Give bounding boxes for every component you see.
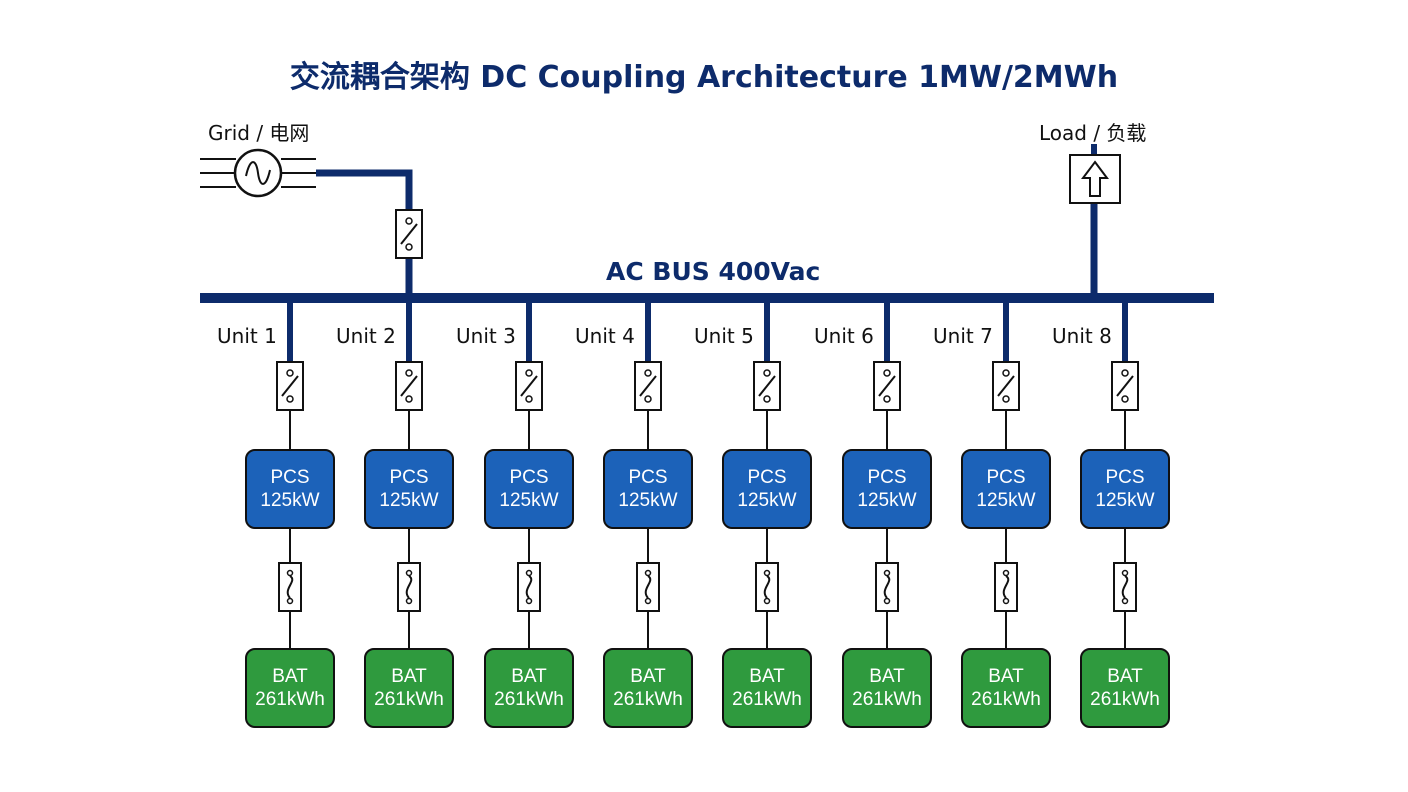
- battery-name: BAT: [869, 666, 905, 687]
- battery-capacity: 261kWh: [255, 689, 325, 710]
- unit-label: Unit 4: [575, 324, 635, 348]
- battery-name: BAT: [272, 666, 308, 687]
- unit-2-graphics: [395, 298, 423, 648]
- unit-7-graphics: [992, 298, 1020, 648]
- battery-name: BAT: [1107, 666, 1143, 687]
- battery-capacity: 261kWh: [971, 689, 1041, 710]
- pcs-rating: 125kW: [618, 490, 678, 511]
- battery-name: BAT: [630, 666, 666, 687]
- unit-label: Unit 5: [694, 324, 754, 348]
- ac-bus-label: AC BUS 400Vac: [606, 257, 821, 286]
- unit-label: Unit 3: [456, 324, 516, 348]
- page-title: 交流耦合架构 DC Coupling Architecture 1MW/2MWh: [289, 60, 1119, 95]
- pcs-name: PCS: [986, 467, 1026, 488]
- load-icon: [1069, 154, 1121, 204]
- grid-breaker-icon[interactable]: [395, 209, 423, 259]
- fuse-icon: [1113, 562, 1137, 612]
- pcs-name: PCS: [867, 467, 907, 488]
- battery-capacity: 261kWh: [1090, 689, 1160, 710]
- unit-6-graphics: [873, 298, 901, 648]
- battery-name: BAT: [988, 666, 1024, 687]
- unit-1-graphics: [276, 298, 304, 648]
- battery-name: BAT: [749, 666, 785, 687]
- pcs-rating: 125kW: [1095, 490, 1155, 511]
- unit-5-graphics: [753, 298, 781, 648]
- pcs-rating: 125kW: [379, 490, 439, 511]
- pcs-name: PCS: [389, 467, 429, 488]
- breaker-icon[interactable]: [634, 361, 662, 411]
- grid-label: Grid / 电网: [208, 121, 310, 145]
- pcs-name: PCS: [628, 467, 668, 488]
- battery-name: BAT: [391, 666, 427, 687]
- breaker-icon[interactable]: [515, 361, 543, 411]
- breaker-icon[interactable]: [873, 361, 901, 411]
- battery-capacity: 261kWh: [613, 689, 683, 710]
- unit-4-graphics: [634, 298, 662, 648]
- breaker-icon[interactable]: [395, 361, 423, 411]
- fuse-icon: [397, 562, 421, 612]
- pcs-rating: 125kW: [260, 490, 320, 511]
- pcs-rating: 125kW: [499, 490, 559, 511]
- breaker-icon[interactable]: [1111, 361, 1139, 411]
- pcs-rating: 125kW: [976, 490, 1036, 511]
- pcs-name: PCS: [1105, 467, 1145, 488]
- unit-label: Unit 7: [933, 324, 993, 348]
- unit-8-graphics: [1111, 298, 1139, 648]
- pcs-rating: 125kW: [857, 490, 917, 511]
- battery-capacity: 261kWh: [374, 689, 444, 710]
- units-layer: [276, 298, 1139, 648]
- fuse-icon: [994, 562, 1018, 612]
- fuse-icon: [755, 562, 779, 612]
- pcs-rating: 125kW: [737, 490, 797, 511]
- unit-label: Unit 1: [217, 324, 277, 348]
- battery-capacity: 261kWh: [732, 689, 802, 710]
- fuse-icon: [875, 562, 899, 612]
- battery-capacity: 261kWh: [494, 689, 564, 710]
- fuse-icon: [636, 562, 660, 612]
- battery-name: BAT: [511, 666, 547, 687]
- grid-icon: [200, 148, 316, 198]
- breaker-icon[interactable]: [753, 361, 781, 411]
- unit-3-graphics: [515, 298, 543, 648]
- pcs-name: PCS: [747, 467, 787, 488]
- fuse-icon: [278, 562, 302, 612]
- breaker-icon[interactable]: [276, 361, 304, 411]
- unit-label: Unit 2: [336, 324, 396, 348]
- battery-capacity: 261kWh: [852, 689, 922, 710]
- pcs-name: PCS: [509, 467, 549, 488]
- unit-label: Unit 8: [1052, 324, 1112, 348]
- breaker-icon[interactable]: [992, 361, 1020, 411]
- pcs-name: PCS: [270, 467, 310, 488]
- load-label: Load / 负载: [1039, 121, 1147, 145]
- fuse-icon: [517, 562, 541, 612]
- grid-feeder-line: [316, 169, 413, 210]
- unit-label: Unit 6: [814, 324, 874, 348]
